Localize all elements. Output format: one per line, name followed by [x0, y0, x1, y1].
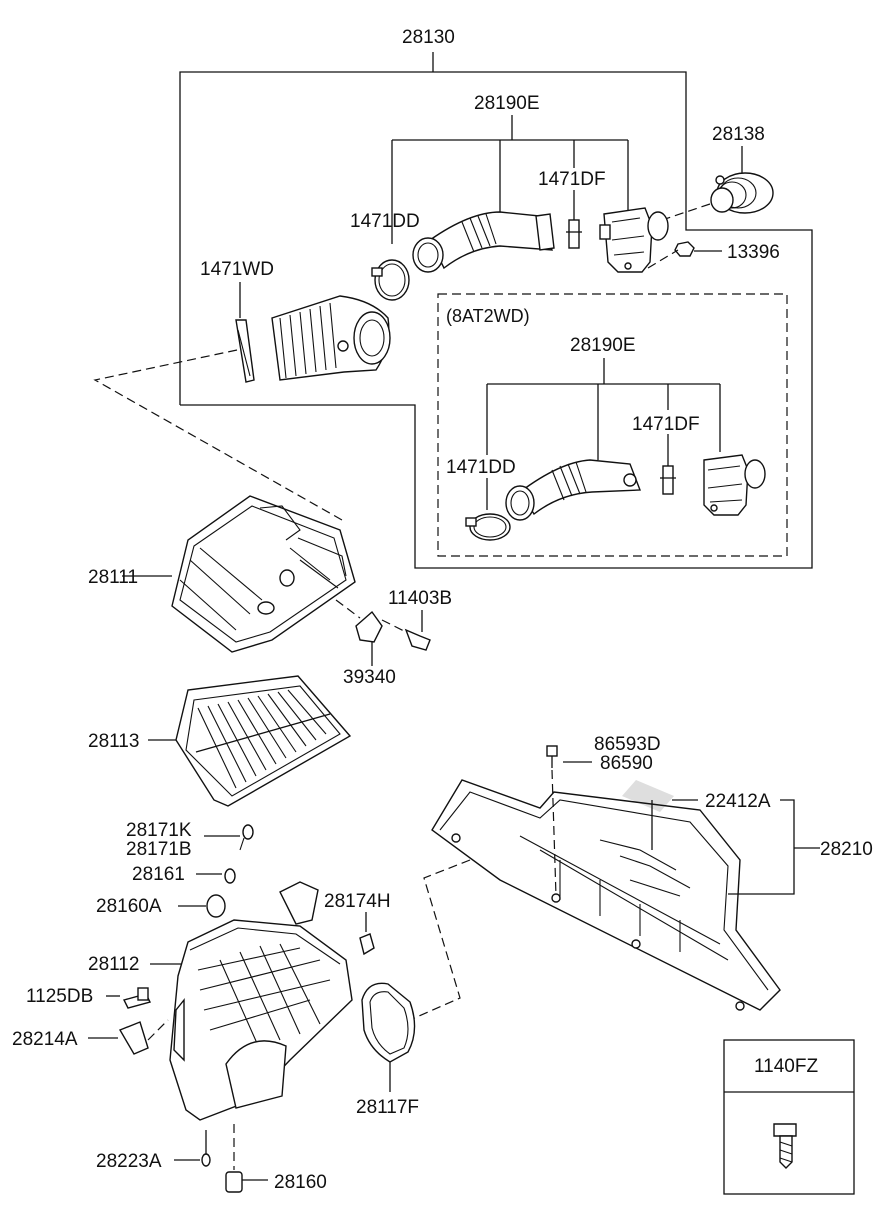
air-cleaner-cover-icon: [122, 495, 356, 653]
label-1471df-box: 1471DF: [632, 414, 700, 435]
label-1125db: 1125DB: [26, 986, 93, 1007]
label-28160: 28160: [274, 1172, 327, 1193]
label-1471dd-box: 1471DD: [446, 457, 516, 478]
label-28111: 28111: [88, 567, 138, 588]
callout-box-1140fz: [723, 1039, 855, 1195]
label-28113: 28113: [88, 731, 139, 752]
variant-box-8at2wd: [437, 293, 788, 557]
label-1471wd: 1471WD: [200, 259, 274, 280]
bolt-11403b-icon: [381, 610, 431, 651]
label-28210: 28210: [820, 839, 873, 860]
dashed-link-duct-gasket: [409, 859, 471, 1021]
label-8at2wd: (8AT2WD): [446, 306, 530, 326]
grommet-28160a-icon: [178, 894, 226, 918]
label-28112: 28112: [88, 954, 139, 975]
intake-hose-icon: [271, 295, 391, 381]
label-1471dd-top: 1471DD: [350, 211, 420, 232]
clamp-1471dd-top-icon: [371, 259, 410, 301]
bolt-1125db-icon: [106, 987, 152, 1009]
label-22412a: 22412A: [705, 791, 771, 812]
assembly-outline-28130: [179, 52, 813, 569]
label-39340: 39340: [343, 667, 396, 688]
label-28117f: 28117F: [356, 1097, 419, 1118]
sensor-28174h-icon: [359, 912, 375, 956]
air-duct-box-icon: [505, 459, 642, 521]
label-86593d: 86593D: [594, 734, 661, 755]
label-1140fz: 1140FZ: [754, 1056, 818, 1077]
dashed-link-hose-cover: [93, 349, 343, 521]
resonator-body-box-icon: [703, 454, 766, 516]
nut-13396-icon: [647, 241, 722, 269]
pin-28223a-icon: [174, 1130, 211, 1167]
label-13396: 13396: [727, 242, 780, 263]
bracket-28214a-icon: [88, 1019, 169, 1055]
part-labels: 28130 28190E 28138 1471DF 1471DD 13396 1…: [12, 27, 873, 1193]
bolt-86590-icon: [546, 745, 592, 897]
air-filter-element-icon: [148, 675, 352, 807]
label-28160a: 28160A: [96, 896, 162, 917]
label-28138: 28138: [712, 124, 765, 145]
label-28130: 28130: [402, 27, 455, 48]
sensor-28171k-icon: [204, 824, 254, 851]
grommet-28160-icon: [225, 1124, 268, 1193]
label-28190e-top: 28190E: [474, 93, 540, 114]
label-11403b: 11403B: [388, 588, 452, 609]
label-28171b: 28171B: [126, 839, 192, 860]
label-1471df-top: 1471DF: [538, 169, 606, 190]
air-duct-top-icon: [412, 211, 555, 273]
label-28161: 28161: [132, 864, 185, 885]
sensor-39340-icon: [335, 599, 383, 666]
gasket-28117f-icon: [361, 982, 416, 1092]
air-cleaner-body-icon: [150, 881, 353, 1121]
label-86590: 86590: [600, 753, 653, 774]
grommet-28161-icon: [196, 868, 236, 884]
clamp-1471df-top-icon: [566, 219, 582, 249]
clamp-1471df-box-icon: [660, 465, 676, 495]
label-28174h: 28174H: [324, 891, 391, 912]
resonator-duct-28210-icon: [431, 779, 820, 1011]
resonator-body-top-icon: [599, 207, 669, 273]
label-28214a: 28214A: [12, 1029, 78, 1050]
leader-tree-28190e-top: [391, 115, 629, 244]
label-28171k: 28171K: [126, 820, 192, 841]
clamp-1471dd-box-icon: [465, 513, 511, 541]
clamp-1471wd-icon: [235, 282, 255, 383]
label-28223a: 28223A: [96, 1151, 162, 1172]
hose-28138-icon: [655, 146, 774, 223]
leader-tree-28190e-box: [486, 358, 721, 510]
label-28190e-box: 28190E: [570, 335, 636, 356]
